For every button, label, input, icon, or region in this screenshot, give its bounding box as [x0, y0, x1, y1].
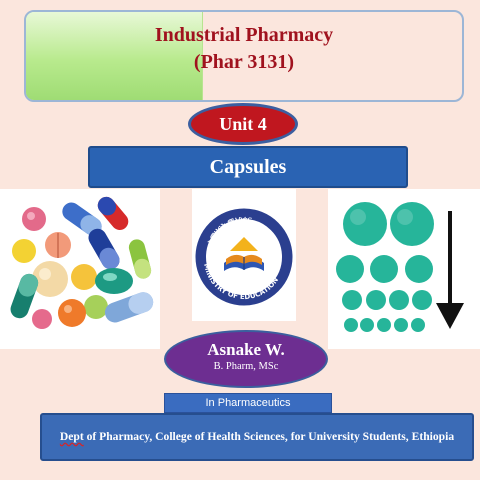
- course-name: Industrial Pharmacy: [154, 24, 334, 46]
- author-degree: B. Pharm, MSc: [213, 361, 279, 372]
- particle-size-diagram: [328, 189, 480, 349]
- department-text: of Pharmacy, College of Health Sciences,…: [83, 430, 455, 443]
- dept-abbr: Dept: [59, 430, 84, 443]
- pills-illustration: [10, 196, 154, 329]
- capsules-image: [0, 189, 160, 349]
- course-title: Industrial Pharmacy (Phar 3131): [26, 22, 462, 76]
- field-label: In Pharmaceutics: [164, 393, 332, 413]
- course-title-box: Industrial Pharmacy (Phar 3131): [24, 10, 464, 102]
- particle-diagram: [336, 202, 464, 332]
- course-code: (Phar 3131): [193, 51, 295, 73]
- ministry-logo: MINISTRY OF EDUCATION ትምህርት ሚኒስቴር: [192, 189, 296, 321]
- author-name: Asnake W.: [207, 340, 285, 359]
- department-footer: Dept of Pharmacy, College of Health Scie…: [40, 413, 474, 461]
- unit-badge: Unit 4: [188, 103, 298, 145]
- topic-banner: Capsules: [88, 146, 408, 188]
- ministry-seal-icon: MINISTRY OF EDUCATION ትምህርት ሚኒስቴር: [195, 208, 293, 306]
- author-badge: Asnake W. B. Pharm, MSc: [164, 330, 328, 388]
